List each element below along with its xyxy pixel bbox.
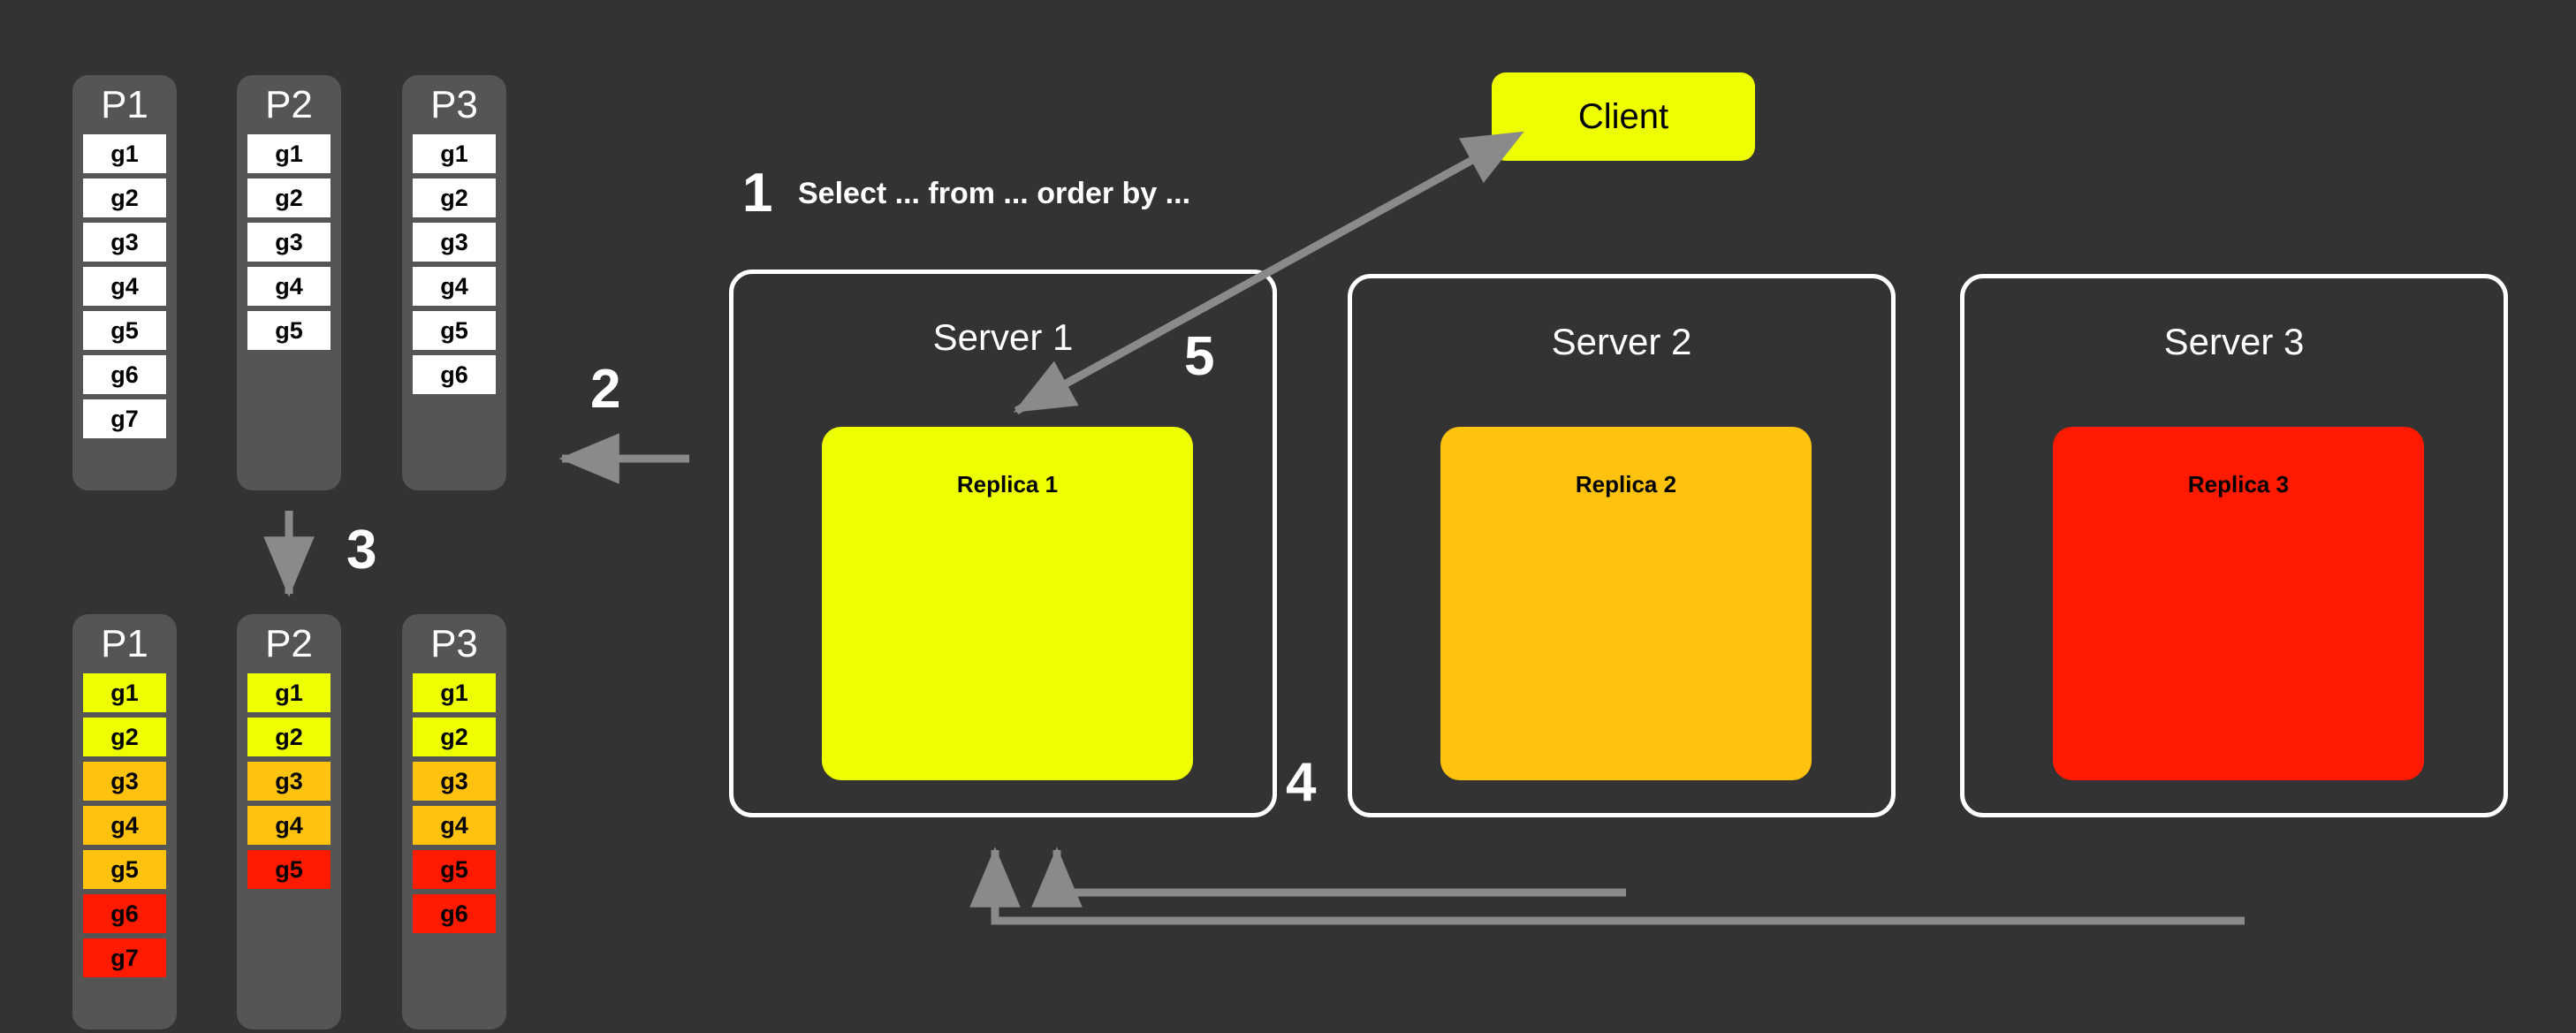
arrow-step-4-from-server3 xyxy=(969,847,2245,925)
partition-cell: g4 xyxy=(83,267,166,306)
partition-cell: g1 xyxy=(83,673,166,712)
partition-cell: g2 xyxy=(413,178,496,217)
partition-title: P2 xyxy=(265,622,313,665)
partition-cell: g5 xyxy=(83,311,166,350)
partition-cell: g4 xyxy=(83,806,166,845)
partition-cell: g5 xyxy=(413,311,496,350)
step-number-5: 5 xyxy=(1184,326,1215,387)
partition-cell: g7 xyxy=(83,399,166,438)
partition-cell: g2 xyxy=(247,178,331,217)
step-1-query-text: Select ... from ... order by ... xyxy=(798,177,1191,210)
partition-cell: g2 xyxy=(83,178,166,217)
partition-title: P3 xyxy=(430,83,478,126)
partition-cell: g1 xyxy=(413,134,496,173)
client-label: Client xyxy=(1577,96,1669,136)
partition-title: P2 xyxy=(265,83,313,126)
partition-cell: g5 xyxy=(247,850,331,889)
partition-cell: g6 xyxy=(413,894,496,933)
partition-column-p3-after: P3 g1 g2 g3 g4 g5 g6 xyxy=(402,614,506,1029)
step-number-3: 3 xyxy=(346,520,377,581)
partition-cell: g1 xyxy=(413,673,496,712)
partition-cell: g5 xyxy=(247,311,331,350)
step-number-2: 2 xyxy=(590,359,621,420)
server-title: Server 3 xyxy=(2163,321,2305,362)
step-number-4: 4 xyxy=(1286,752,1317,813)
partition-cell: g1 xyxy=(83,134,166,173)
server-box-1[interactable]: Server 1 Replica 1 xyxy=(729,270,1277,817)
partition-cell: g1 xyxy=(247,673,331,712)
partition-column-p1-before: P1 g1 g2 g3 g4 g5 g6 g7 xyxy=(72,75,177,490)
server-box-3[interactable]: Server 3 Replica 3 xyxy=(1960,274,2508,817)
partition-cell: g2 xyxy=(247,718,331,756)
partition-column-p2-before: P2 g1 g2 g3 g4 g5 xyxy=(237,75,341,490)
partition-cell: g2 xyxy=(413,718,496,756)
partition-cell: g3 xyxy=(83,762,166,801)
partition-cell: g5 xyxy=(83,850,166,889)
replica-label: Replica 3 xyxy=(2187,471,2290,498)
client-box[interactable]: Client xyxy=(1492,72,1755,161)
server-title: Server 2 xyxy=(1551,321,1692,362)
replica-label: Replica 1 xyxy=(956,471,1059,498)
partition-column-p1-after: P1 g1 g2 g3 g4 g5 g6 g7 xyxy=(72,614,177,1029)
partition-cell: g6 xyxy=(83,355,166,394)
partition-title: P1 xyxy=(101,83,148,126)
partition-cell: g1 xyxy=(247,134,331,173)
arrow-step-4-from-server2 xyxy=(1031,847,1626,908)
replica-label: Replica 2 xyxy=(1575,471,1677,498)
partition-cell: g3 xyxy=(413,762,496,801)
partition-column-p2-after: P2 g1 g2 g3 g4 g5 xyxy=(237,614,341,1029)
replica-box-3[interactable]: Replica 3 xyxy=(2053,427,2424,780)
partition-cell: g6 xyxy=(83,894,166,933)
partition-cell: g4 xyxy=(413,806,496,845)
partition-title: P1 xyxy=(101,622,148,665)
partition-cell: g5 xyxy=(413,850,496,889)
partition-cell: g3 xyxy=(413,223,496,262)
replica-box-2[interactable]: Replica 2 xyxy=(1440,427,1812,780)
partition-cell: g4 xyxy=(247,806,331,845)
partition-cell: g3 xyxy=(247,762,331,801)
partition-cell: g3 xyxy=(247,223,331,262)
partition-cell: g2 xyxy=(83,718,166,756)
step-number-1: 1 xyxy=(742,163,773,224)
partition-cell: g3 xyxy=(83,223,166,262)
partition-title: P3 xyxy=(430,622,478,665)
partition-cell: g4 xyxy=(413,267,496,306)
partition-cell: g6 xyxy=(413,355,496,394)
replica-box-1[interactable]: Replica 1 xyxy=(822,427,1193,780)
partition-cell: g4 xyxy=(247,267,331,306)
partition-column-p3-before: P3 g1 g2 g3 g4 g5 g6 xyxy=(402,75,506,490)
server-box-2[interactable]: Server 2 Replica 2 xyxy=(1348,274,1896,817)
partition-cell: g7 xyxy=(83,938,166,977)
